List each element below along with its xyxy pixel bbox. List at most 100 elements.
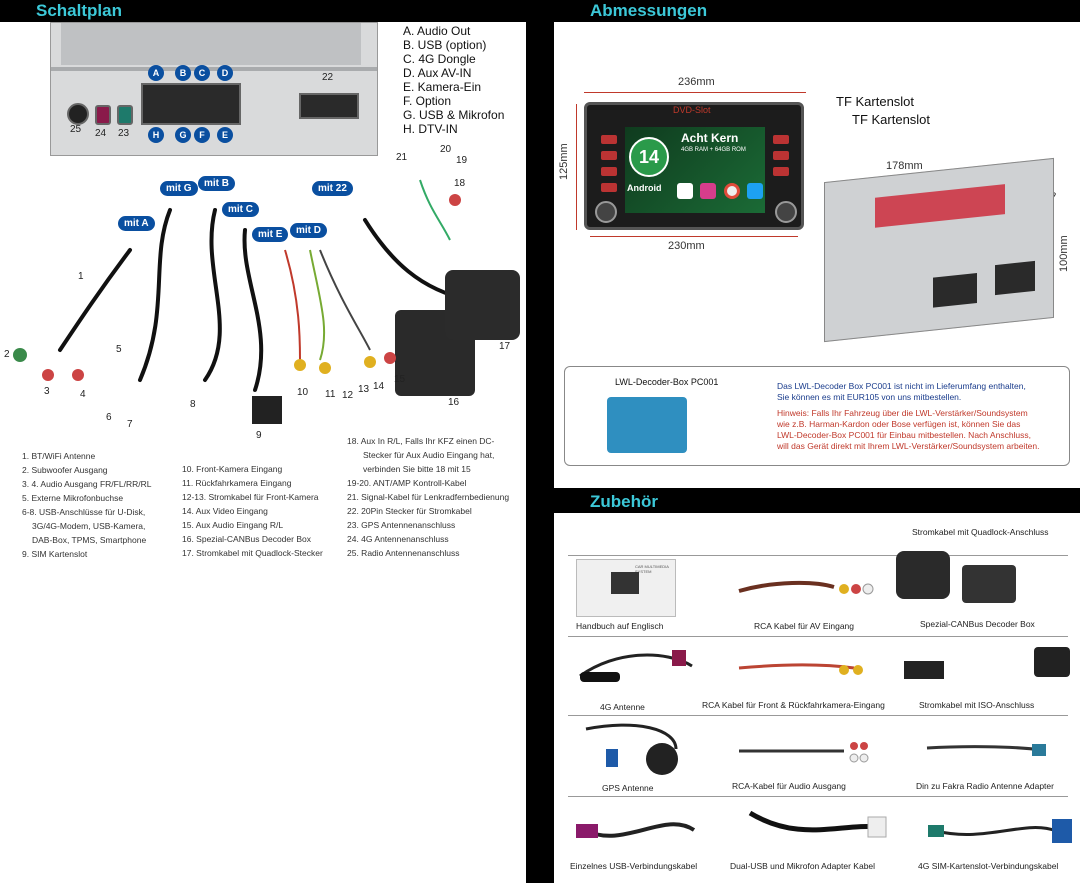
4g-antenna-image [579,650,693,682]
cable-number-3: 3 [44,386,50,397]
port-badge-g: G [175,127,191,143]
parts-item: verbinden Sie bitte 18 mit 15 [363,464,471,474]
rear-chassis [50,22,378,156]
cable-tag-mit-e: mit E [252,227,289,242]
twitter-icon [747,183,764,199]
parts-item: 9. SIM Kartenslot [22,549,88,559]
cable-number-12: 12 [342,390,354,401]
rca-audio-cable-image [739,742,869,763]
parts-list-col-3: 18. Aux In R/L, Falls Ihr KFZ einen DC- … [347,434,525,560]
abmessungen-header: Abmessungen [554,0,1080,22]
port-badge-a: A [148,65,164,81]
cable-tag-mit-c: mit C [222,202,259,217]
decoder-box-image [607,397,687,453]
parts-item: 23. GPS Antennenanschluss [347,520,456,530]
decoder-hint: LWL-Decoder-Box PC001 für Einbau mitbest… [777,430,1032,440]
rca-av-cable-image [738,580,874,595]
decoder-line: Das LWL-Decoder Box PC001 ist nicht im L… [777,381,1026,391]
screen-spec: 4GB RAM + 64GB ROM [681,147,746,153]
decoder-info-box: LWL-Decoder-Box PC001 Das LWL-Decoder Bo… [564,366,1070,466]
cable-number-2: 2 [4,349,10,360]
cable-tag-mit-22: mit 22 [312,181,353,196]
manual-image: CAR MULTIMEDIA SYSTEM [576,559,676,617]
tune-knob [775,201,797,223]
rca-camera-cable-image [738,663,863,675]
connector-block-a-d [141,83,241,125]
head-unit-chassis [824,157,1054,343]
parts-item: 11. Rückfahrkamera Eingang [182,478,292,488]
cable-harness-illustration [13,179,520,424]
cable-number-13: 13 [358,384,370,395]
dvd-slot-label: DVD-Slot [673,105,711,115]
accessory-iso-label: Stromkabel mit ISO-Anschluss [919,700,1035,710]
legend-item: B. USB (option) [403,38,487,52]
parts-item: 21. Signal-Kabel für Lenkradfernbedienun… [347,492,510,502]
parts-item: 22. 20Pin Stecker für Stromkabel [347,506,472,516]
cable-number-18: 18 [454,178,466,189]
fakra-adapter-image [926,744,1046,756]
cable-tag-mit-g: mit G [160,181,198,196]
parts-item: 25. Radio Antennenanschluss [347,548,460,558]
cable-number-16: 16 [448,397,460,408]
parts-item: 18. Aux In R/L, Falls Ihr KFZ einen DC- [347,436,495,446]
app-icon [700,183,717,199]
parts-item: 14. Aux Video Eingang [182,506,268,516]
parts-item: 6-8. USB-Anschlüsse für U-Disk, [22,507,146,517]
port-number-22: 22 [322,72,334,83]
dimension-width-top: 236mm [678,76,715,88]
port-badge-d: D [217,65,233,81]
decoder-title: LWL-Decoder-Box PC001 [615,377,719,387]
accessory-manual-label: Handbuch auf Englisch [576,621,664,631]
accessory-gps-antenna-label: GPS Antenne [602,783,654,793]
port-badge-e: E [217,127,233,143]
dimension-depth-h: 100mm [1058,235,1070,272]
port-badge-b: B [175,65,191,81]
legend-item: F. Option [403,94,452,108]
cable-number-20: 20 [440,144,452,155]
head-unit-screen: Acht Kern 4GB RAM + 64GB ROM 14 Android [625,127,765,213]
schaltplan-header: Schaltplan [0,0,526,22]
accessory-dual-usb-label: Dual-USB und Mikrofon Adapter Kabel [730,861,876,871]
accessory-canbus-label: Spezial-CANBus Decoder Box [920,619,1035,629]
parts-list-col-2: 10. Front-Kamera Eingang 11. Rückfahrkam… [182,462,342,560]
port-badge-h: H [148,127,164,143]
legend-item: E. Kamera-Ein [403,80,482,94]
port-number-24: 24 [95,128,107,139]
cable-number-9: 9 [256,430,262,441]
parts-item: 15. Aux Audio Eingang R/L [182,520,284,530]
cable-number-1: 1 [78,271,84,282]
decoder-text: Das LWL-Decoder Box PC001 ist nicht im L… [777,381,1067,452]
zubehoer-header: Zubehör [554,491,1080,513]
decoder-hint: wie z.B. Harman-Kardon oder Bose verfüge… [777,419,1021,429]
parts-item: Stecker für Aux Audio Eingang hat, [363,450,495,460]
tf-slot-label-1: TF Kartenslot [836,94,915,109]
parts-item: DAB-Box, TPMS, Smartphone [32,535,147,545]
app-icon [677,183,693,199]
cable-number-5: 5 [116,344,122,355]
screen-brand: Acht Kern [681,131,739,145]
port-number-23: 23 [118,128,130,139]
volume-knob [595,201,617,223]
cable-tag-mit-a: mit A [118,216,155,231]
parts-item: 3. 4. Audio Ausgang FR/FL/RR/RL [22,479,152,489]
tf-slot-label-2: TF Kartenslot [852,112,931,127]
4g-antenna-port [95,105,111,125]
accessory-rca-audio-label: RCA-Kabel für Audio Ausgang [732,781,846,791]
cable-number-19: 19 [456,155,468,166]
legend-item: D. Aux AV-IN [403,66,472,80]
cable-number-8: 8 [190,399,196,410]
cable-number-6: 6 [106,412,112,423]
port-badge-f: F [194,127,210,143]
parts-item: 17. Stromkabel mit Quadlock-Stecker [182,548,323,558]
parts-item: 10. Front-Kamera Eingang [182,464,283,474]
port-number-25: 25 [70,124,82,135]
dual-usb-mic-cable-image [748,810,887,838]
parts-item: 16. Spezial-CANBus Decoder Box [182,534,311,544]
connector-legend: A. Audio Out B. USB (option) C. 4G Dongl… [403,24,504,136]
quadlock-decoder-image [896,543,1076,613]
usb-cable-image [576,822,696,838]
accessory-fakra-label: Din zu Fakra Radio Antenne Adapter [916,781,1054,791]
cable-number-21: 21 [396,152,408,163]
cable-tag-mit-d: mit D [290,223,327,238]
app-icons [677,183,764,204]
